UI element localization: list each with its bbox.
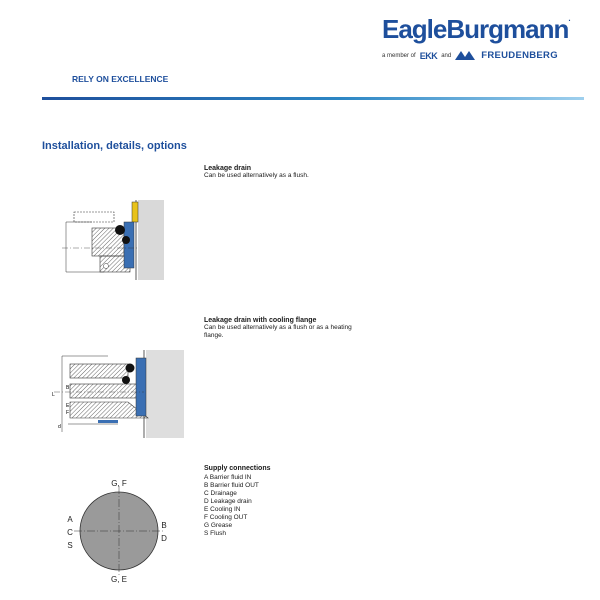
label-d: d xyxy=(58,424,61,430)
label-b: B xyxy=(66,385,70,391)
member-text: a member of xyxy=(382,52,416,59)
list-item: B Barrier fluid OUT xyxy=(204,482,259,489)
label-l: L xyxy=(52,392,55,398)
label-left-a: A xyxy=(67,515,73,524)
and-text: and xyxy=(441,52,452,59)
ekk-logo: EKK xyxy=(419,50,438,61)
list-item: S Flush xyxy=(204,530,227,537)
list-item: C Drainage xyxy=(204,490,237,497)
label-left-c: C xyxy=(67,528,73,537)
freudenberg-logo: FREUDENBERG xyxy=(481,50,558,61)
member-line: a member of EKK and FREUDENBERG xyxy=(382,50,558,61)
cooling-flange-drawing: B E F L d xyxy=(52,350,184,438)
connection-list: A Barrier fluid IN B Barrier fluid OUT C… xyxy=(204,474,259,538)
block-title: Supply connections xyxy=(204,465,271,472)
block-title: Leakage drain with cooling flange xyxy=(204,317,317,324)
block-text-line: flange. xyxy=(204,332,224,339)
list-item: A Barrier fluid IN xyxy=(204,474,252,481)
label-right-b: B xyxy=(161,521,166,530)
list-item: D Leakage drain xyxy=(204,498,252,505)
block-leakage-drain-cooling: Leakage drain with cooling flange Can be… xyxy=(204,317,352,340)
tagline: RELY ON EXCELLENCE xyxy=(72,74,169,84)
label-bottom: G, E xyxy=(111,575,127,584)
block-supply-connections: Supply connections xyxy=(204,465,271,472)
list-item: F Cooling OUT xyxy=(204,514,248,521)
block-leakage-drain: Leakage drain Can be used alternatively … xyxy=(204,165,309,180)
block-title: Leakage drain xyxy=(204,165,252,172)
block-text: Can be used alternatively as a flush. xyxy=(204,172,309,179)
label-right-d: D xyxy=(161,534,167,543)
list-item: G Grease xyxy=(204,522,233,529)
eagleburgmann-logo: EagleBurgmann. xyxy=(382,14,571,44)
block-text-line: Can be used alternatively as a flush or … xyxy=(204,324,352,331)
label-left-s: S xyxy=(67,541,72,550)
leakage-drain-drawing xyxy=(62,200,164,280)
label-top: G, F xyxy=(111,479,127,488)
label-f: F xyxy=(66,410,69,416)
freudenberg-icon xyxy=(455,51,476,60)
list-item: E Cooling IN xyxy=(204,506,241,513)
connection-circle-diagram: G, F G, E A C S B D xyxy=(67,479,167,584)
label-e: E xyxy=(66,403,70,409)
section-title: Installation, details, options xyxy=(42,140,187,152)
header-rule xyxy=(42,97,584,100)
